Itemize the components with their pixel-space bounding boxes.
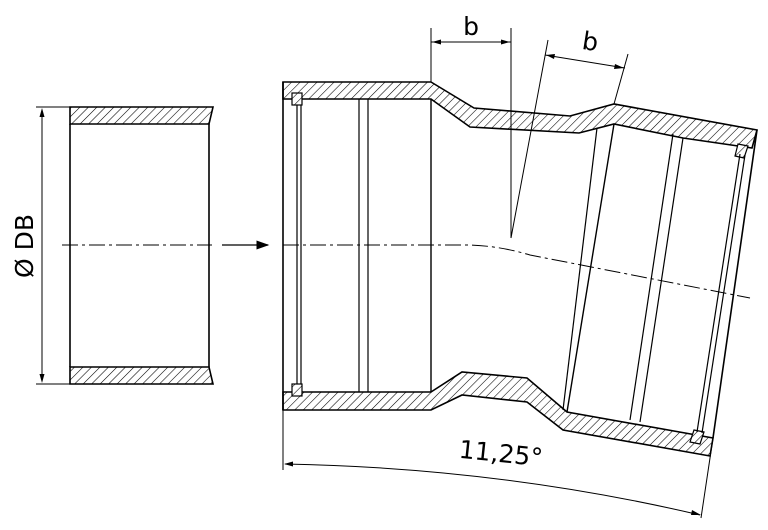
sleeve-bottom-wall	[69, 366, 215, 385]
b-dimension-first: b	[430, 12, 512, 238]
diameter-dimension: Ø DB	[10, 106, 70, 385]
coupling-sleeve	[69, 106, 215, 385]
bend-center-line	[283, 244, 751, 299]
bend-top-wall	[282, 81, 759, 149]
angle-label: 11,25°	[458, 435, 545, 473]
b-label-first: b	[463, 12, 479, 41]
right-seal-groove	[629, 133, 749, 445]
b-dimension-second: b	[510, 26, 629, 239]
sleeve-top-wall	[69, 106, 215, 125]
b-label-second: b	[580, 26, 600, 57]
diameter-label: Ø DB	[10, 214, 39, 278]
angle-arc	[284, 463, 701, 516]
bend-right-edge	[712, 129, 758, 439]
pipe-bend	[282, 81, 759, 457]
